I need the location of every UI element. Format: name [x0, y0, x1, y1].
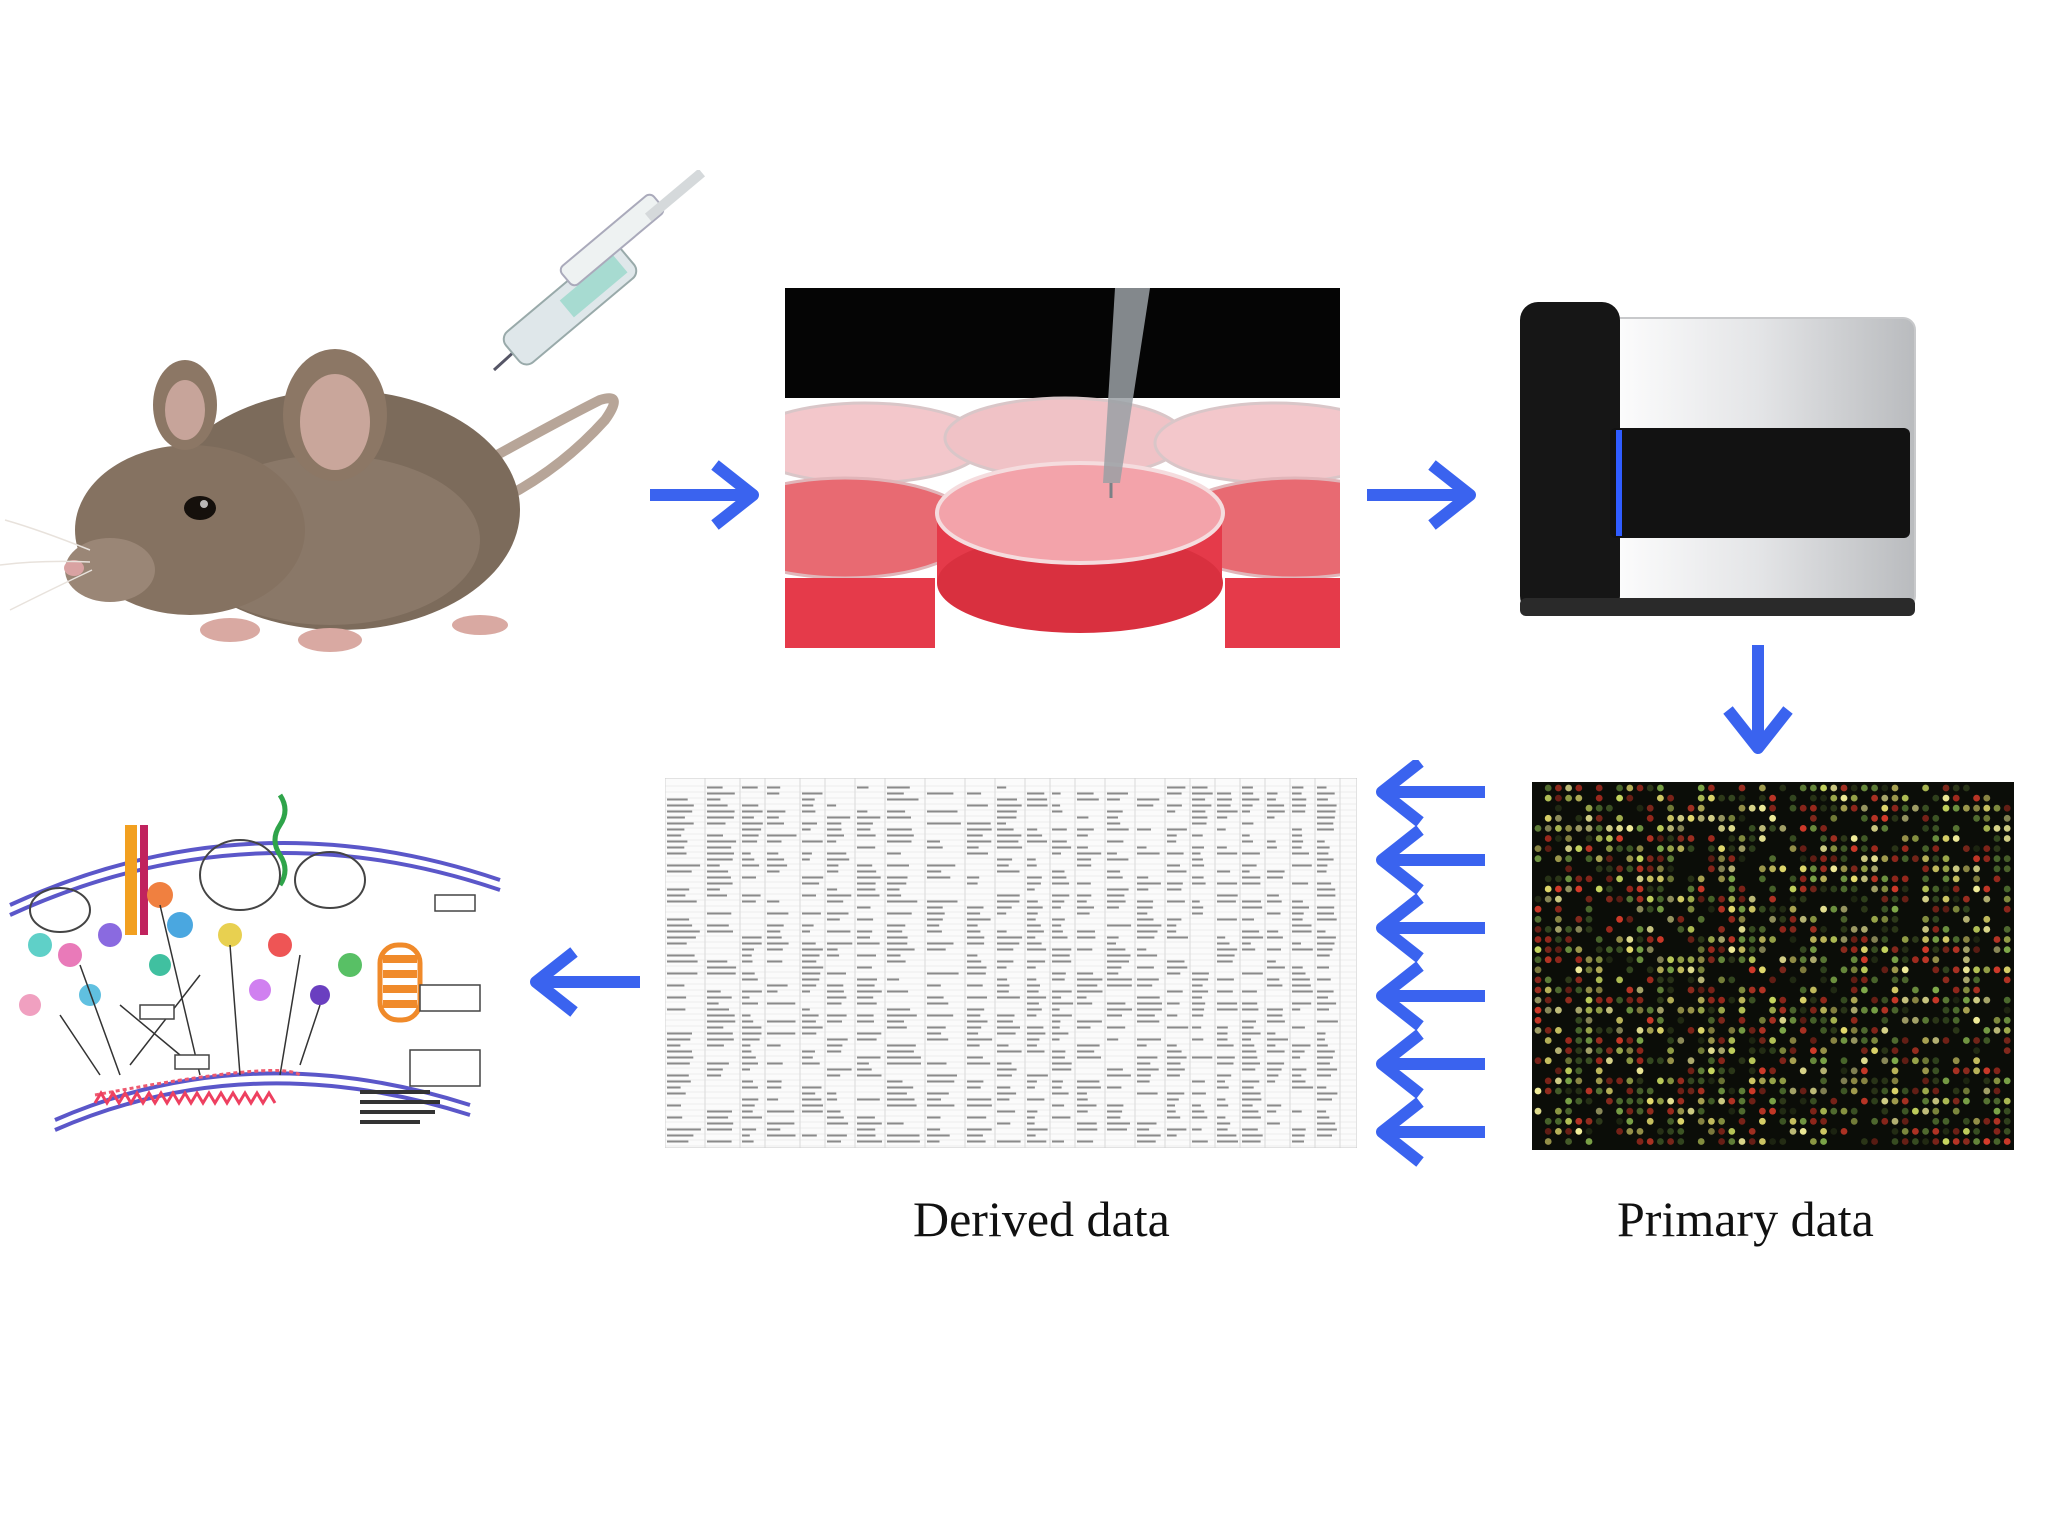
caption-derived-data: Derived data [913, 1191, 1170, 1247]
signaling-pathway-diagram [0, 755, 525, 1135]
microarray-scanner-illustration [1520, 298, 1925, 626]
mouse-illustration [0, 170, 780, 690]
data-spreadsheet-image [665, 778, 1357, 1148]
flow-arrow-right-2 [1362, 455, 1482, 535]
cell-culture-dishes-illustration [785, 288, 1340, 656]
caption-primary-data: Primary data [1617, 1191, 1874, 1247]
flow-arrow-right-1 [645, 455, 765, 535]
flow-arrow-left-pathway [522, 942, 647, 1022]
syringe-illustration [492, 170, 706, 372]
microarray-spot-image [1532, 782, 2014, 1150]
flow-arrows-left-stack [1370, 760, 1500, 1170]
flow-arrow-down [1718, 640, 1798, 760]
